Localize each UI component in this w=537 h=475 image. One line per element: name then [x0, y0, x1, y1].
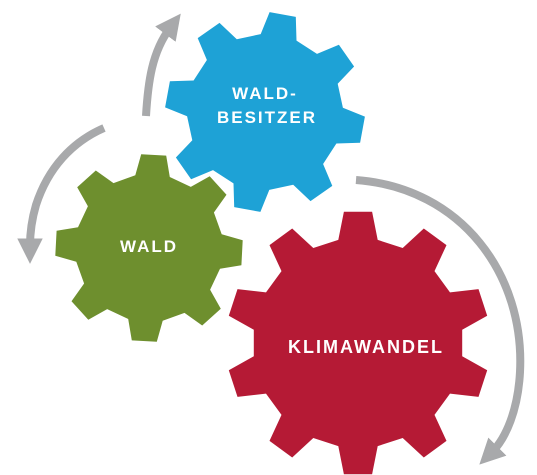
forest-label: WALD	[120, 237, 178, 256]
cycle-arrow-left	[17, 124, 106, 264]
climate-change-gear	[228, 211, 488, 475]
forest-owner-label-line1: WALD-	[232, 84, 298, 103]
forest-owner-gear	[165, 12, 365, 212]
cycle-arrow-right	[355, 176, 525, 465]
cycle-arrow-top	[142, 13, 181, 117]
forest-gear	[55, 154, 243, 342]
forest-owner-label-line2: BESITZER	[217, 108, 317, 127]
climate-change-label: KLIMAWANDEL	[288, 337, 444, 357]
